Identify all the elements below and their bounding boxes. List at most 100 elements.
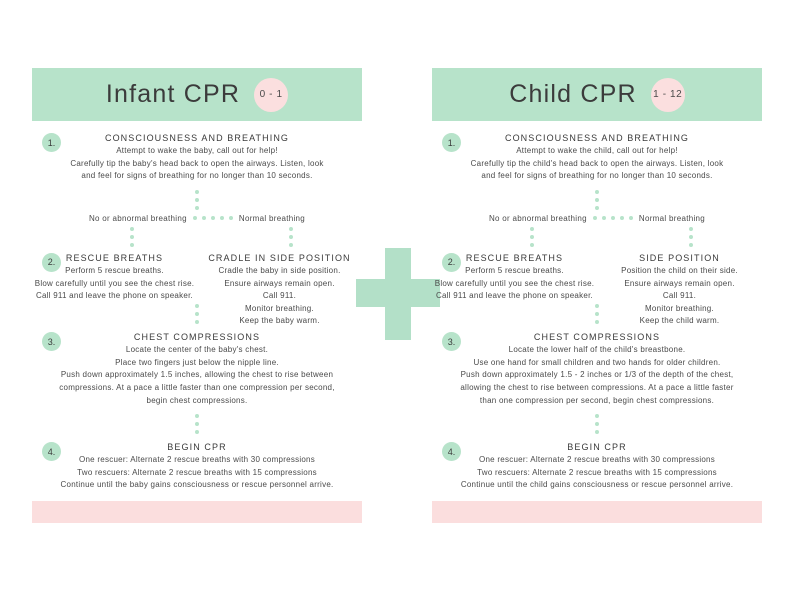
infant-step-3-body: Locate the center of the baby's chest. P… [32,344,362,407]
infant-age-badge: 0 - 1 [254,77,289,112]
child-step-2-left-title: RESCUE BREATHS [465,252,564,263]
infant-branch-connector-right [197,226,362,247]
child-branch-connectors [432,226,762,247]
infant-step-2: 2. RESCUE BREATHS Perform 5 rescue breat… [32,252,362,328]
text-line: Monitor breathing. [245,303,314,313]
infant-step-3: 3. CHEST COMPRESSIONS Locate the center … [32,332,362,407]
dot [195,422,199,427]
infant-header-band: Infant CPR 0 - 1 [32,68,362,121]
text-line: Call 911. [662,291,697,301]
child-step-2-right-title: SIDE POSITION [639,252,720,263]
text-line: Monitor breathing. [645,303,714,313]
dot [210,216,215,221]
dot [595,312,599,316]
dot [529,226,534,231]
dotted-line-vertical [466,226,597,247]
child-step-4-number: 4. [442,442,461,462]
child-step-4-body: One rescuer: Alternate 2 rescue breaths … [432,454,762,492]
child-title: Child CPR [509,80,637,108]
infant-step-4-number: 4. [42,442,61,462]
dot [219,216,224,221]
child-step-1-number: 1. [442,133,461,152]
text-line: Position the child on their side. [621,265,738,275]
text-line: Call 911. [262,291,297,301]
dot [595,205,599,210]
infant-step-1: 1. CONSCIOUSNESS AND BREATHING Attempt t… [32,133,362,183]
child-branch-label-left: No or abnormal breathing [488,213,587,223]
text-line: Ensure airways remain open. [624,278,735,288]
dot [628,216,633,221]
infant-step-4: 4. BEGIN CPR One rescuer: Alternate 2 re… [32,442,362,492]
dot [288,234,293,239]
text-line: begin chest compressions. [146,395,248,405]
dot [688,226,693,231]
child-connector-step4 [432,414,762,435]
infant-branch-connector-left [32,226,197,247]
text-line: Perform 5 rescue breaths. [465,265,564,275]
child-header-band: Child CPR 1 - 12 [432,68,762,121]
dot [288,226,293,231]
child-branch-connector-right [597,226,762,247]
dotted-line-vertical [595,304,599,324]
infant-branch-connectors [32,226,362,247]
child-step-3-number: 3. [442,332,461,351]
dot [195,304,199,308]
text-line: Attempt to wake the baby, call out for h… [116,146,278,155]
child-footer-bar [432,501,762,523]
dotted-line-vertical [595,189,599,210]
child-branch-row: No or abnormal breathing Normal breathin… [432,214,762,223]
dotted-line-horizontal [192,216,233,221]
child-step-2-left: RESCUE BREATHS Perform 5 rescue breaths.… [432,253,597,303]
child-step-1: 1. CONSCIOUSNESS AND BREATHING Attempt t… [432,133,762,183]
dot [129,226,134,231]
dot [195,189,199,194]
infant-step-2-branches: RESCUE BREATHS Perform 5 rescue breaths.… [32,253,362,328]
dot [610,216,615,221]
dotted-line-vertical [219,226,362,247]
text-line: Continue until the child gains conscious… [460,480,734,490]
child-step-4: 4. BEGIN CPR One rescuer: Alternate 2 re… [432,442,762,492]
child-cpr-column: Child CPR 1 - 12 1. CONSCIOUSNESS AND BR… [432,68,762,523]
dot [228,216,233,221]
dot [529,242,534,247]
infant-step-2-right-title: CRADLE IN SIDE POSITION [208,252,351,263]
cross-vertical-bar [385,248,411,340]
dot [688,234,693,239]
text-line: Attempt to wake the child, call out for … [516,146,678,155]
child-step-4-title: BEGIN CPR [567,442,627,453]
dot [195,205,199,210]
text-line: Keep the child warm. [639,316,720,326]
child-step-2-right: SIDE POSITION Position the child on thei… [597,253,762,328]
text-line: Push down approximately 1.5 inches, allo… [60,370,334,380]
dotted-line-vertical [195,189,199,210]
infant-step-2-left-title: RESCUE BREATHS [65,252,164,263]
dot [595,422,599,427]
dotted-line-horizontal [592,216,633,221]
infant-step-2-left: RESCUE BREATHS Perform 5 rescue breaths.… [32,253,197,303]
infant-branch-row: No or abnormal breathing Normal breathin… [32,214,362,223]
text-line: than one compression per second, begin c… [479,395,715,405]
child-connector-step3 [432,304,762,324]
cross-horizontal-bar [356,279,440,307]
child-step-2-number: 2. [442,252,461,272]
child-step-2-branches: RESCUE BREATHS Perform 5 rescue breaths.… [432,253,762,328]
dotted-line-vertical [595,414,599,435]
dot [129,242,134,247]
child-step-1-body: Attempt to wake the child, call out for … [432,145,762,183]
dot [595,197,599,202]
dot [201,216,206,221]
child-step-3-title: CHEST COMPRESSIONS [533,332,661,342]
dot [129,234,134,239]
dot [195,414,199,419]
text-line: Call 911 and leave the phone on speaker. [435,291,594,301]
text-line: Use one hand for small children and two … [473,357,721,367]
dot [595,189,599,194]
child-connector-step1 [432,189,762,210]
text-line: Two rescuers: Alternate 2 rescue breaths… [77,467,317,477]
infant-footer-bar [32,501,362,523]
infant-step-4-title: BEGIN CPR [167,442,227,453]
text-line: and feel for signs of breathing for no l… [81,171,313,181]
text-line: Cradle the baby in side position. [218,265,341,275]
text-line: Push down approximately 1.5 - 2 inches o… [460,370,734,380]
